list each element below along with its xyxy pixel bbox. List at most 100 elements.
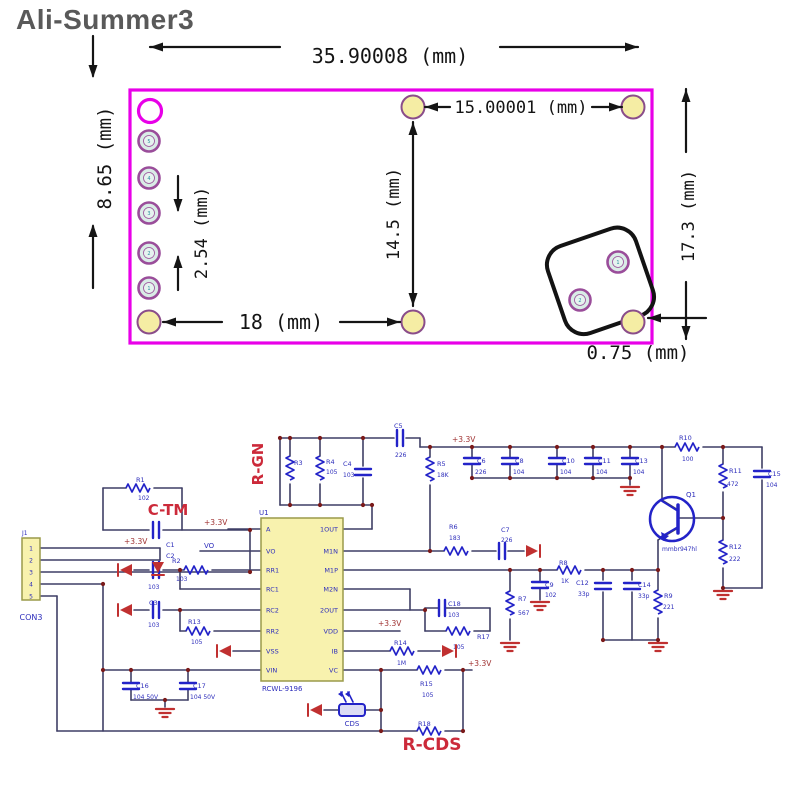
resistor-R18 — [416, 726, 442, 736]
resistor-ref: R5 — [437, 460, 446, 468]
junction-dot — [629, 567, 635, 573]
capacitor-ref: C4 — [343, 460, 352, 468]
junction-dot — [655, 567, 661, 573]
arrowhead — [408, 293, 418, 306]
junction-dot — [655, 637, 661, 643]
numbered-pad-center — [143, 247, 155, 259]
mounting-hole — [136, 97, 164, 125]
capacitor-ref: C11 — [598, 457, 611, 465]
junction-dot — [590, 475, 596, 481]
ic-pin-label: VSS — [266, 647, 279, 655]
resistor-value: 18K — [437, 472, 450, 479]
resistor-ref: R15 — [420, 680, 433, 688]
junction-dot — [507, 475, 513, 481]
resistor-ref: R8 — [559, 559, 568, 567]
pad-number: 5 — [147, 139, 150, 145]
capacitor-ref: C12 — [576, 579, 589, 587]
dimension-label: 0.75 (mm) — [587, 342, 690, 364]
numbered-pad-center — [574, 294, 586, 306]
capacitor-value: 104 — [513, 469, 525, 476]
schematic-label-c-tm: C-TM — [148, 501, 189, 519]
watermark-text: Ali-Summer3 — [16, 4, 195, 35]
ic-pin-label: VC — [329, 666, 338, 674]
junction-dot — [469, 444, 475, 450]
junction-dot — [360, 435, 366, 441]
capacitor-value: 102 — [545, 592, 557, 599]
junction-dot — [277, 435, 283, 441]
dimension-label: 35.90008 (mm) — [312, 44, 469, 68]
junction-dot — [627, 475, 633, 481]
schematic-label-r-cds: R-CDS — [403, 735, 462, 755]
power-label: +3.3V — [204, 518, 228, 527]
ic-pin-label: IB — [332, 647, 338, 655]
junction-dot — [460, 728, 466, 734]
resistor-value: 1M — [397, 660, 406, 667]
pcb-outline — [128, 88, 654, 345]
resistor-R17 — [445, 626, 471, 636]
capacitor-value: 103 — [343, 472, 355, 479]
capacitor-value: 104 — [560, 469, 572, 476]
junction-dot — [177, 607, 183, 613]
schematic-label-con3: CON3 — [20, 613, 43, 622]
schematic-label-vo: VO — [204, 542, 215, 550]
resistor-value: 105 — [191, 639, 203, 646]
resistor-value: 105 — [422, 692, 434, 699]
junction-dot — [537, 567, 543, 573]
sensor-outline — [544, 225, 656, 337]
resistor-R6 — [443, 546, 469, 556]
junction-dot — [720, 444, 726, 450]
junction-dot — [287, 502, 293, 508]
numbered-pad-center — [143, 282, 155, 294]
junction-dot — [378, 707, 384, 713]
arrowhead — [408, 122, 418, 135]
capacitor-ref: C2 — [166, 552, 175, 560]
connector-pin-label: 4 — [29, 581, 33, 588]
junction-dot — [507, 567, 513, 573]
resistor-R1 — [125, 483, 151, 493]
capacitor-ref: C16 — [136, 682, 149, 690]
resistor-value: 1K — [561, 578, 570, 585]
antenna-flag-icon — [120, 564, 132, 576]
transistor-q1 — [648, 495, 696, 543]
schematic-label-mmbr947hl: mmbr947hl — [662, 546, 697, 553]
arrowhead — [681, 326, 691, 339]
junction-dot — [627, 444, 633, 450]
arrowhead — [173, 199, 183, 212]
capacitor-value: 104 50V — [133, 694, 159, 701]
capacitor-value: 104 — [633, 469, 645, 476]
ic-pin-label: VIN — [266, 666, 277, 674]
junction-dot — [287, 435, 293, 441]
capacitor-ref: C9 — [545, 581, 554, 589]
junction-dot — [469, 475, 475, 481]
capacitor-ref: C17 — [193, 682, 206, 690]
junction-dot — [100, 581, 106, 587]
schematic-label-j1: J1 — [21, 530, 28, 537]
arrowhead — [609, 102, 622, 112]
resistor-R12 — [718, 539, 728, 565]
numbered-pad-center — [612, 256, 624, 268]
capacitor-value: 103 — [448, 612, 460, 619]
resistor-value: 105 — [326, 469, 338, 476]
capacitor-value: 104 — [596, 469, 608, 476]
capacitor-ref: C1 — [166, 541, 175, 549]
capacitor-value: 103 — [148, 622, 160, 629]
capacitor-value: 33p — [578, 591, 590, 598]
junction-dot — [128, 667, 134, 673]
antenna-flag-icon — [310, 704, 322, 716]
resistor-R11 — [718, 463, 728, 489]
solder-pad — [620, 94, 646, 120]
resistor-ref: R9 — [664, 592, 673, 600]
junction-dot — [460, 667, 466, 673]
pad-number: 2 — [578, 298, 581, 304]
capacitor-ref: C14 — [638, 581, 651, 589]
pad-number: 1 — [616, 260, 619, 266]
resistor-R5 — [425, 456, 435, 482]
resistor-R8 — [556, 565, 582, 575]
junction-dot — [317, 502, 323, 508]
ic-pin-label: VDD — [324, 627, 338, 635]
junction-dot — [590, 444, 596, 450]
junction-dot — [378, 667, 384, 673]
pad-number: 2 — [147, 251, 150, 257]
arrowhead — [625, 42, 638, 52]
